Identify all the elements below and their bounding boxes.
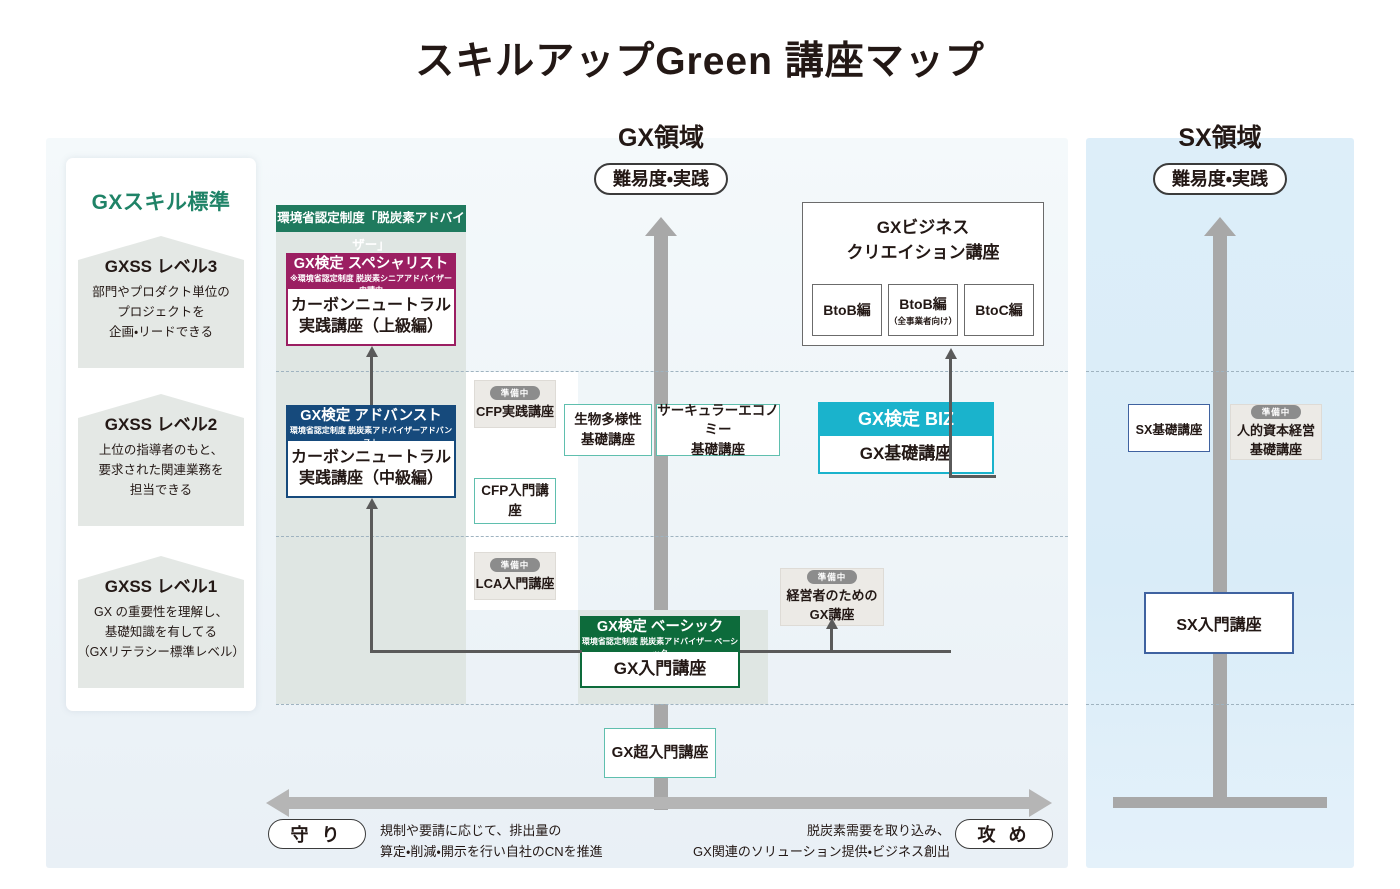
axis-right-arrowhead: [1029, 789, 1052, 817]
variant-note: （全事業者向け）: [889, 315, 958, 326]
biz-creation-variant-btob[interactable]: BtoB編: [812, 284, 882, 336]
offense-caption: 脱炭素需要を取り込み、GX関連のソリューション提供・ビジネス創出: [693, 823, 950, 859]
gx-skill-standard-title: GXスキル標準: [91, 191, 231, 214]
axis-left-arrowhead: [266, 789, 289, 817]
level1-desc: GX の重要性を理解し、基礎知識を有してる（GXリテラシー標準レベル）: [77, 605, 245, 659]
page-title: スキルアップGreen 講座マップ: [415, 40, 985, 83]
biz-creation-title: GXビジネスクリエイション講座: [846, 218, 1000, 262]
specialist-cert-header: GX検定 スペシャリスト ※環境省認定制度 脱炭素シニアアドバイザー 申請中: [286, 253, 456, 295]
sx-level1-divider: [1086, 704, 1354, 705]
biz-creation-variant-btob-all[interactable]: BtoB編 （全事業者向け）: [888, 284, 958, 336]
sx-basic-course-box[interactable]: SX基礎講座: [1128, 404, 1210, 452]
level2-chevron-shape: [78, 394, 244, 526]
connector-biz-horizontal: [949, 475, 996, 478]
gx-difficulty-pill: 難易度・実践: [594, 163, 728, 195]
connector-basic-to-advanced: [365, 498, 378, 653]
sx-area-heading: SX領域: [1178, 124, 1262, 152]
defense-offense-axis: [288, 797, 1030, 809]
cfp-intro-course-box[interactable]: CFP入門講座: [474, 478, 556, 524]
gx-difficulty-axis-arrow: [645, 217, 677, 810]
basic-cert-name: GX検定 ベーシック: [596, 619, 724, 635]
cfp-practice-course-box[interactable]: 準備中 CFP実践講座: [474, 380, 556, 428]
lca-intro-course-name: LCA入門講座: [475, 576, 555, 592]
variant-label: BtoB編: [899, 295, 947, 312]
skill-level-1: GXSS レベル1 GX の重要性を理解し、基礎知識を有してる（GXリテラシー標…: [68, 572, 254, 662]
level3-chevron-shape: [78, 236, 244, 368]
sx-intro-course-box[interactable]: SX入門講座: [1144, 592, 1294, 654]
offense-pill: 攻 め: [955, 819, 1053, 849]
advanced-cert-header: GX検定 アドバンスト 環境省認定制度 脱炭素アドバイザーアドバンスト: [286, 405, 456, 447]
coming-soon-badge: 準備中: [806, 570, 858, 585]
gx-super-intro-course-box[interactable]: GX超入門講座: [604, 728, 716, 778]
sx-level2-divider: [1086, 371, 1354, 372]
lca-intro-course-box[interactable]: 準備中 LCA入門講座: [474, 552, 556, 600]
human-capital-course-box[interactable]: 準備中 人的資本経営基礎講座: [1230, 404, 1322, 460]
specialist-course-name: カーボンニュートラル実践講座（上級編）: [288, 289, 454, 344]
connector-basic-rightward: [740, 650, 951, 653]
gx-area-heading: GX領域: [617, 124, 705, 152]
connector-advanced-to-specialist: [365, 346, 378, 405]
sx-difficulty-axis-arrow: [1204, 217, 1236, 805]
basic-course-name: GX入門講座: [582, 652, 738, 686]
level1-divider: [276, 704, 1068, 705]
moe-certification-banner: 環境省認定制度「脱炭素アドバイザー」: [276, 205, 466, 252]
skill-level-3: GXSS レベル3 部門やプロダクト単位のプロジェクトを企画・リードできる: [68, 252, 254, 342]
biz-cert-header: GX検定 BIZ: [818, 402, 994, 436]
sx-axis-base: [1113, 797, 1327, 808]
biz-course-name: GX基礎講座: [820, 436, 992, 472]
defense-pill: 守 り: [268, 819, 366, 849]
specialist-cert-name: GX検定 スペシャリスト: [293, 256, 449, 272]
level2-desc: 上位の指導者のもと、要求された関連業務を担当できる: [98, 443, 224, 497]
biz-creation-variant-btoc[interactable]: BtoC編: [964, 284, 1034, 336]
advanced-cert-name: GX検定 アドバンスト: [300, 408, 442, 424]
level3-title: GXSS レベル3: [104, 257, 218, 276]
connector-to-executive-gx: [825, 618, 838, 652]
human-capital-course-name: 人的資本経営基礎講座: [1236, 423, 1315, 457]
sx-difficulty-pill: 難易度・実践: [1153, 163, 1287, 195]
coming-soon-badge: 準備中: [489, 558, 541, 573]
level2-divider: [276, 536, 1068, 537]
level2-title: GXSS レベル2: [104, 415, 218, 434]
variant-label: BtoB編: [823, 302, 871, 318]
biodiversity-course-box[interactable]: 生物多様性基礎講座: [564, 404, 652, 456]
level3-divider: [276, 371, 1068, 372]
coming-soon-badge: 準備中: [489, 386, 541, 401]
coming-soon-badge: 準備中: [1250, 405, 1302, 420]
connector-biz-to-creation: [944, 348, 957, 478]
cfp-practice-course-name: CFP実践講座: [475, 404, 554, 420]
variant-label: BtoC編: [975, 302, 1023, 318]
circular-economy-course-box[interactable]: サーキュラーエコノミー基礎講座: [656, 402, 780, 457]
advanced-course-name: カーボンニュートラル実践講座（中級編）: [288, 441, 454, 496]
level3-desc: 部門やプロダクト単位のプロジェクトを企画・リードできる: [92, 285, 230, 339]
skill-level-2: GXSS レベル2 上位の指導者のもと、要求された関連業務を担当できる: [68, 410, 254, 500]
level1-title: GXSS レベル1: [104, 577, 218, 596]
basic-cert-header: GX検定 ベーシック 環境省認定制度 脱炭素アドバイザー ベーシック: [580, 616, 740, 658]
defense-caption: 規制や要請に応じて、排出量の算定・削減・開示を行い自社のCNを推進: [380, 823, 603, 859]
level1-chevron-shape: [78, 556, 244, 688]
connector-basic-to-advanced-horizontal: [370, 650, 582, 653]
